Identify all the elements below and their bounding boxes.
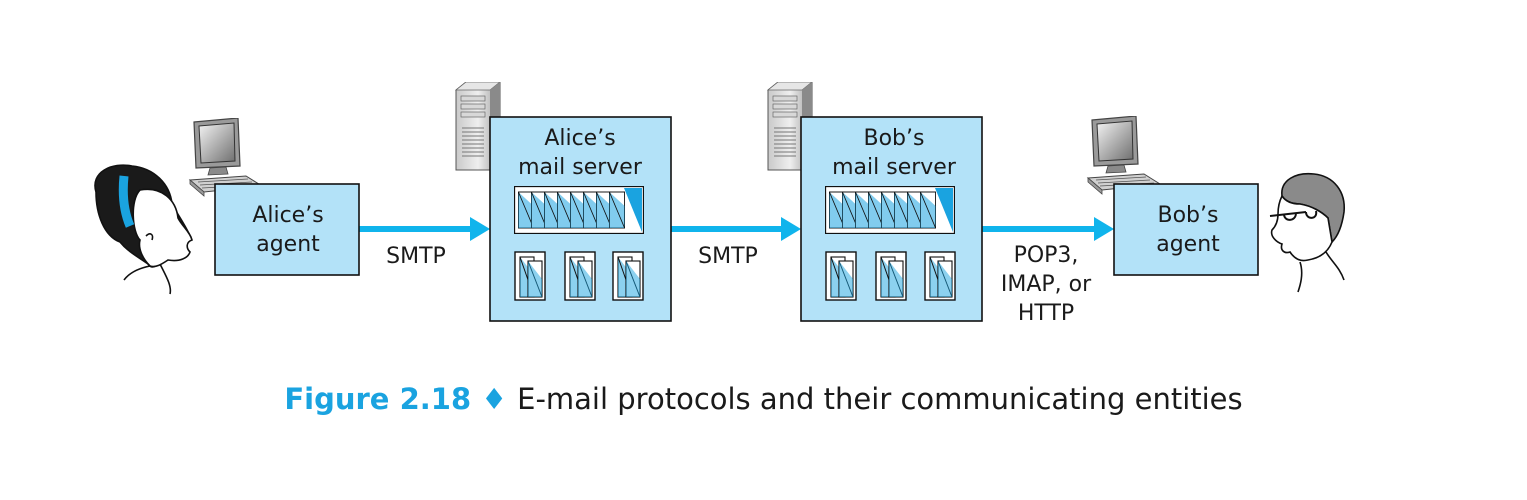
access-protocols-line3: HTTP [1018, 301, 1074, 326]
alice-agent-label-line2: agent [256, 232, 320, 257]
figure-number: Figure 2.18 [284, 382, 472, 416]
bob-agent-label-line1: Bob’s [1158, 203, 1219, 228]
alice-server-label-line1: Alice’s [544, 126, 615, 151]
bob-mail-server-box[interactable]: Bob’s mail server [800, 116, 983, 322]
caption-text: E-mail protocols and their communicating… [517, 382, 1243, 416]
alice-mailbox-3 [612, 251, 644, 301]
alice-mail-server-box[interactable]: Alice’s mail server [489, 116, 672, 322]
figure-caption: Figure 2.18 ♦ E-mail protocols and their c… [0, 382, 1527, 416]
bob-server-label-line2: mail server [832, 155, 957, 180]
alice-server-label-line2: mail server [518, 155, 643, 180]
alice-mailbox-2 [564, 251, 596, 301]
alice-agent-box[interactable]: Alice’s agent [214, 183, 360, 276]
email-protocols-diagram: Alice’s agent SMTP Alice’s mail server S… [94, 82, 1345, 326]
caption-diamond-separator: ♦ [481, 382, 508, 416]
bob-message-queue [826, 187, 955, 234]
smtp-link-arrow-1 [359, 217, 490, 241]
bob-computer-icon [1087, 116, 1161, 195]
alice-message-queue [515, 187, 644, 234]
access-protocols-label: POP3, IMAP, or HTTP [1001, 243, 1092, 326]
smtp-label-1: SMTP [386, 244, 446, 269]
bob-agent-label-line2: agent [1156, 232, 1220, 257]
smtp-label-2: SMTP [698, 244, 758, 269]
bob-mailbox-1 [825, 251, 857, 301]
bob-mailbox-3 [924, 251, 956, 301]
smtp-link-arrow-2 [671, 217, 801, 241]
bob-mailbox-2 [875, 251, 907, 301]
bob-agent-box[interactable]: Bob’s agent [1113, 183, 1259, 276]
bob-person-icon [1269, 172, 1345, 293]
access-link-arrow [982, 217, 1114, 241]
alice-mailbox-1 [514, 251, 546, 301]
access-protocols-line1: POP3, [1014, 243, 1079, 268]
bob-server-label-line1: Bob’s [864, 126, 925, 151]
alice-person-icon [94, 164, 193, 295]
access-protocols-line2: IMAP, or [1001, 272, 1092, 297]
alice-agent-label-line1: Alice’s [252, 203, 323, 228]
